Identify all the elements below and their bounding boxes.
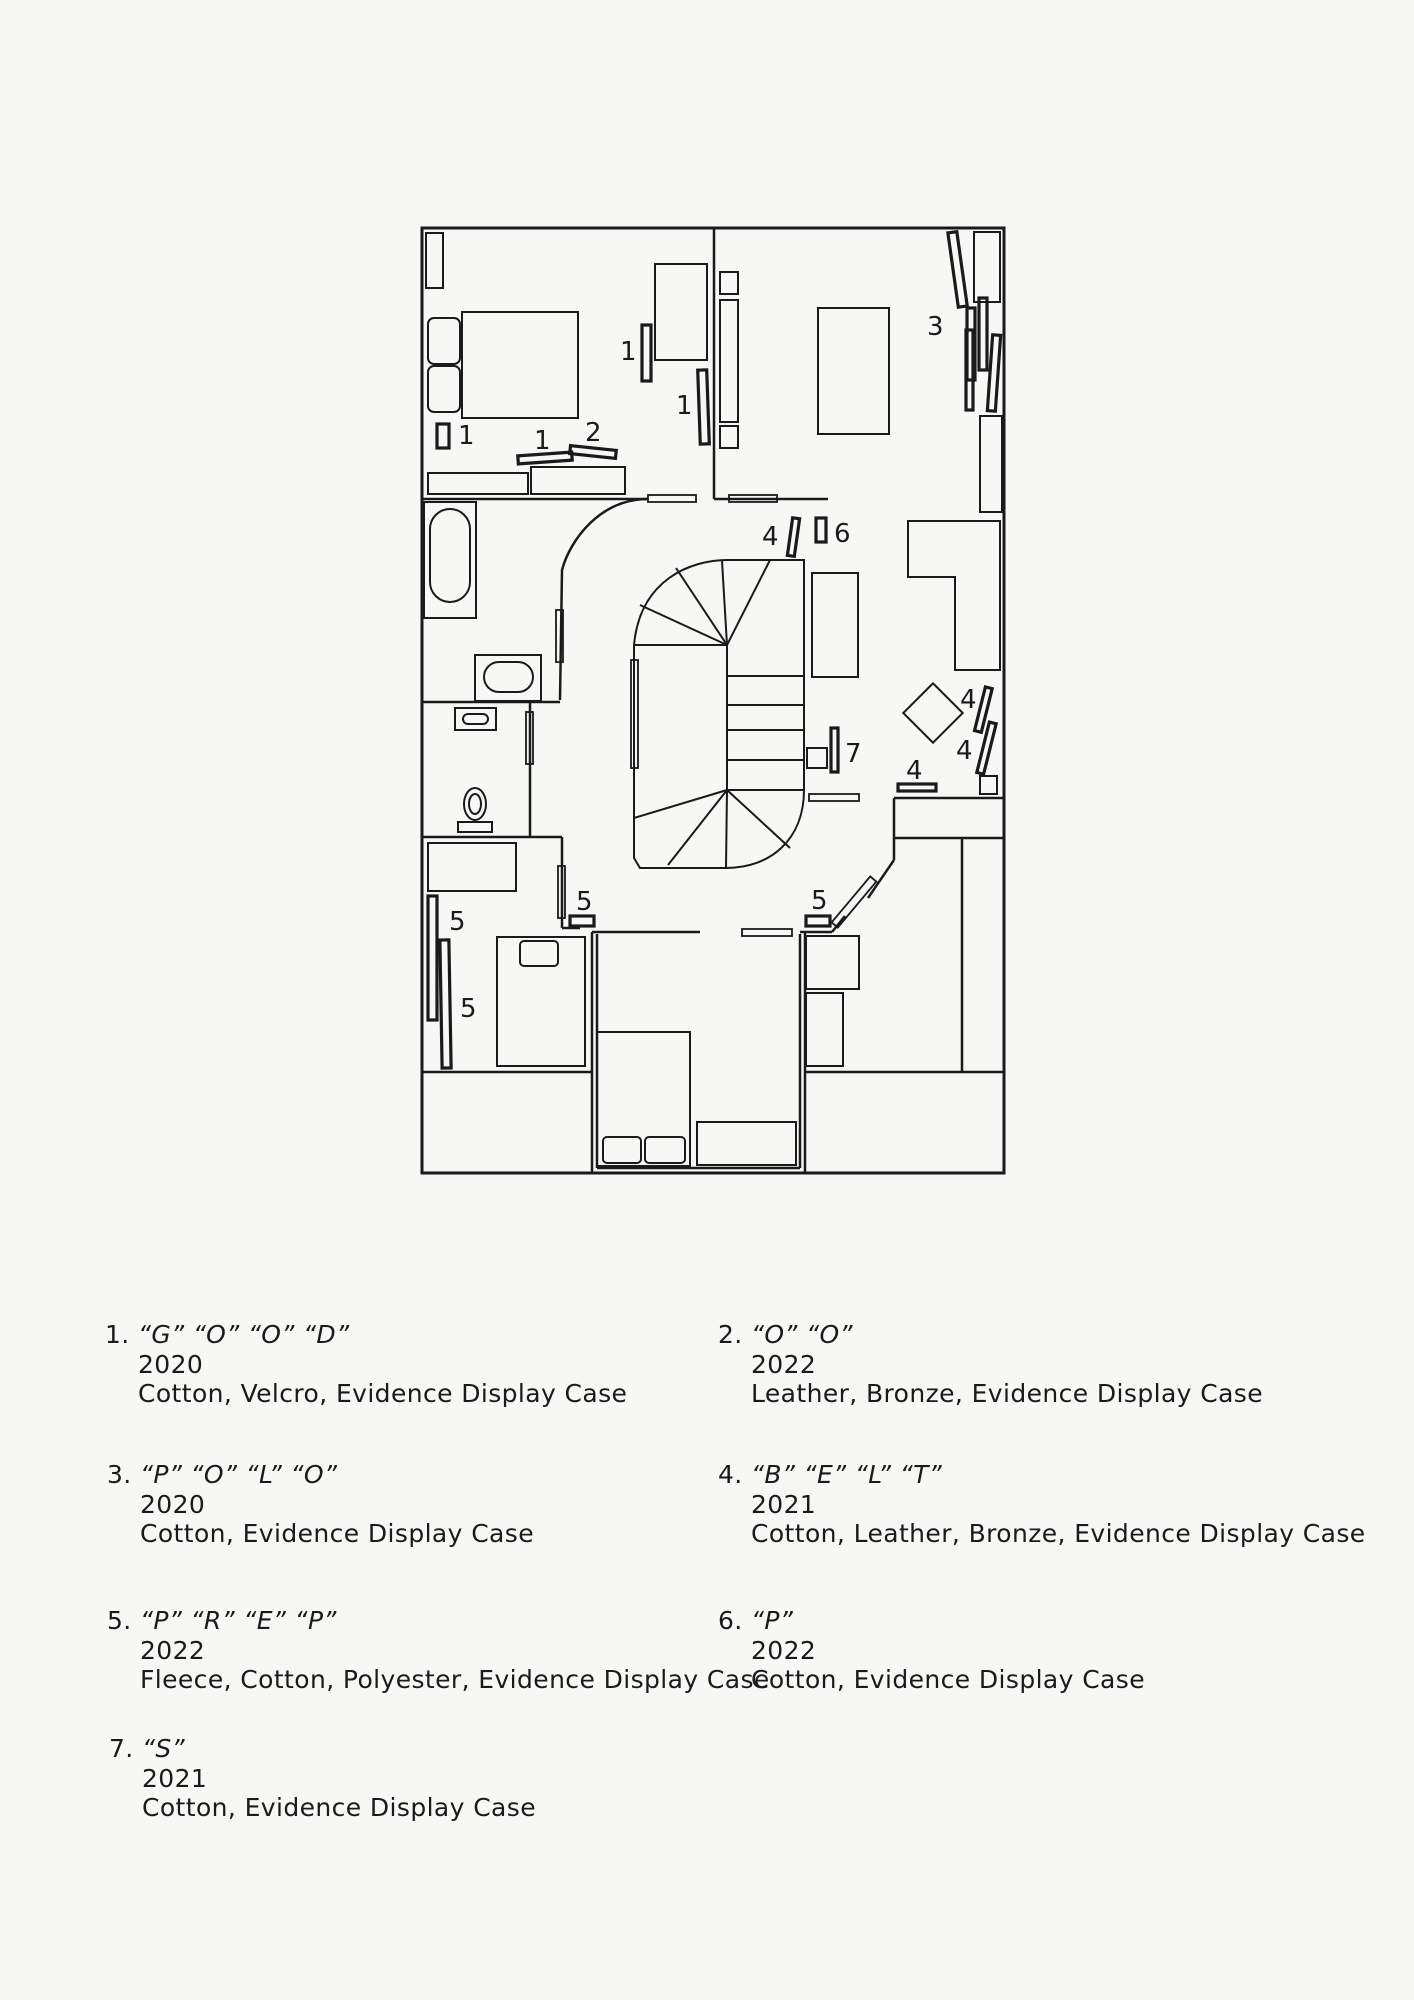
marker-label-5: 5 [449,907,466,937]
legend-title: “G” “O” “O” “D” [138,1320,350,1349]
marker-label-4: 4 [960,685,977,715]
marker-label-1: 1 [676,391,693,421]
legend-number: 5. [107,1606,132,1635]
marker-label-1: 1 [534,426,551,456]
legend-materials: Cotton, Leather, Bronze, Evidence Displa… [751,1519,1366,1548]
legend-title: “S” [142,1734,185,1763]
legend-materials: Leather, Bronze, Evidence Display Case [751,1379,1263,1408]
marker-label-7: 7 [845,739,862,769]
legend-title: “P” “O” “L” “O” [140,1460,338,1489]
legend-number: 1. [105,1320,130,1349]
marker-label-3: 3 [927,312,944,342]
case-1b [640,323,653,383]
marker-label-5: 5 [460,994,477,1024]
case-5a [568,914,596,928]
case-3d [964,328,975,412]
legend-number: 6. [718,1606,743,1635]
legend-materials: Fleece, Cotton, Polyester, Evidence Disp… [140,1665,770,1694]
case-4a [785,515,802,559]
staircase [633,559,805,869]
case-1d [516,450,574,466]
case-3a [946,229,970,309]
case-6 [814,516,828,544]
legend-title: “B” “E” “L” “T” [751,1460,943,1489]
legend-year: 2021 [751,1489,817,1519]
legend-item-6: 6. “P” 2022 Cotton, Evidence Display Cas… [718,1606,1145,1695]
case-5b [804,914,832,928]
case-5d [438,938,453,1070]
case-3e [985,333,1003,413]
legend-item-7: 7. “S” 2021 Cotton, Evidence Display Cas… [109,1734,536,1823]
legend-item-1: 1. “G” “O” “O” “D” 2020 Cotton, Velcro, … [105,1320,628,1409]
legend-year: 2021 [142,1763,208,1793]
openings [525,494,878,937]
legend-title: “P” “R” “E” “P” [140,1606,337,1635]
legend-year: 2022 [140,1635,206,1665]
case-5c [426,894,439,1022]
legend-year: 2022 [751,1635,817,1665]
legend-item-5: 5. “P” “R” “E” “P” 2022 Fleece, Cotton, … [107,1606,770,1695]
marker-label-4: 4 [762,522,779,552]
marker-label-4: 4 [956,736,973,766]
case-7 [829,726,840,774]
legend-materials: Cotton, Velcro, Evidence Display Case [138,1379,628,1408]
case-2 [567,443,619,461]
case-1a [435,422,451,450]
marker-label-5: 5 [576,887,593,917]
marker-label-2: 2 [585,418,602,448]
legend-year: 2020 [140,1489,206,1519]
legend-item-4: 4. “B” “E” “L” “T” 2021 Cotton, Leather,… [718,1460,1366,1549]
legend-item-3: 3. “P” “O” “L” “O” 2020 Cotton, Evidence… [107,1460,534,1549]
marker-label-6: 6 [834,519,851,549]
legend-number: 7. [109,1734,134,1763]
case-4c [974,720,999,777]
exhibit-markers: 1 1 1 1 2 3 4 4 4 4 5 5 5 5 6 7 [449,312,977,1024]
legend-item-2: 2. “O” “O” 2022 Leather, Bronze, Evidenc… [718,1320,1263,1409]
marker-label-1: 1 [620,337,637,367]
legend-materials: Cotton, Evidence Display Case [751,1665,1145,1694]
legend-number: 4. [718,1460,743,1489]
legend-year: 2022 [751,1349,817,1379]
case-4d [896,782,938,793]
marker-label-4: 4 [906,756,923,786]
marker-label-1: 1 [458,421,475,451]
case-3c [977,296,989,372]
legend-number: 2. [718,1320,743,1349]
legend-title: “O” “O” [751,1320,853,1349]
legend-number: 3. [107,1460,132,1489]
legend-year: 2020 [138,1349,204,1379]
legend-title: “P” [751,1606,794,1635]
case-1c [696,368,711,446]
display-cases [426,229,1003,1070]
case-4b [972,684,995,735]
legend-materials: Cotton, Evidence Display Case [140,1519,534,1548]
marker-label-5: 5 [811,886,828,916]
furniture [423,231,1003,1167]
legend-materials: Cotton, Evidence Display Case [142,1793,536,1822]
